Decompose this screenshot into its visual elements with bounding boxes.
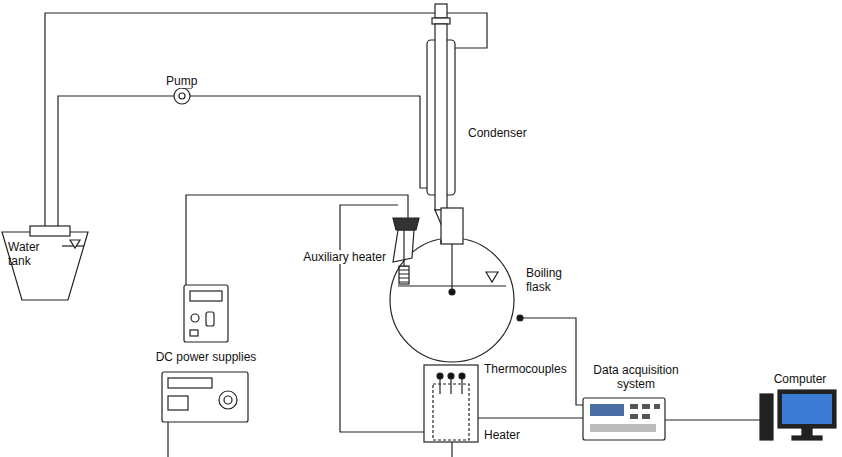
dc-power-supply (184, 285, 228, 342)
part-label: DC power supplies (154, 350, 259, 364)
signal-wire (478, 417, 583, 418)
pump-symbol (174, 88, 192, 104)
return-pipe (45, 13, 487, 226)
part-label: Auxiliary heater (301, 250, 388, 264)
part-label: Data acquisition system (584, 363, 688, 391)
supply-pipe (190, 96, 427, 188)
heater-wire (451, 442, 452, 457)
part-label: Condenser (466, 126, 529, 140)
part-label: Boiling flask (524, 266, 580, 294)
part-label: Thermocouples (482, 362, 569, 376)
aux-heater-wire (186, 195, 408, 285)
tank-label-box: Water tank (8, 240, 52, 268)
supply-pipe (58, 96, 174, 226)
supply-wire (167, 422, 168, 457)
heater-wire (340, 205, 424, 432)
data-cable (665, 419, 760, 420)
part-label: Computer (772, 372, 829, 386)
part-label: Pump (164, 74, 199, 88)
node-text: Water tank (8, 240, 52, 268)
data-acquisition-unit (583, 398, 665, 440)
water-tank (2, 226, 88, 300)
dc-power-supply (162, 372, 248, 422)
boiling-flask (390, 208, 514, 362)
condenser (427, 4, 455, 224)
computer-icon (760, 390, 836, 440)
part-label: Heater (482, 428, 522, 442)
heater-block (424, 365, 478, 442)
